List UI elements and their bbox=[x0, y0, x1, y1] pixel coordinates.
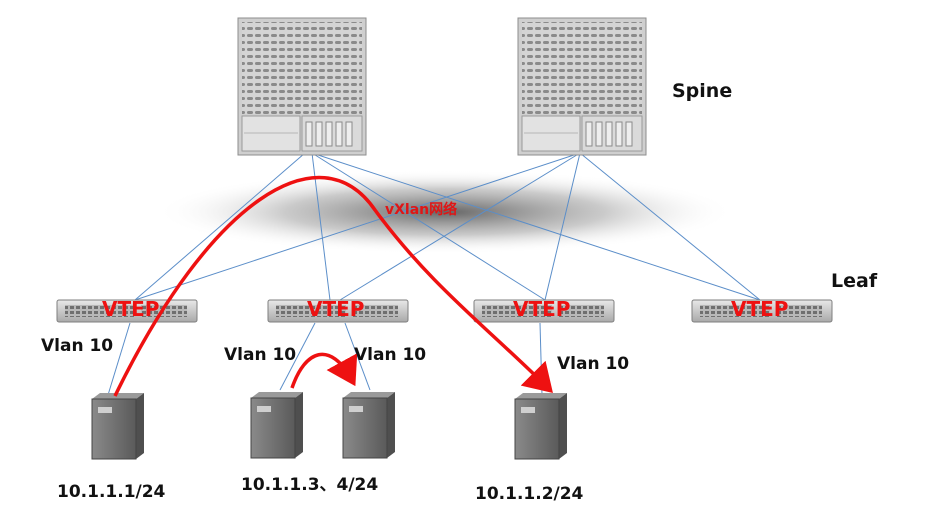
vlan-label-host1: Vlan 10 bbox=[41, 336, 113, 356]
link-spine2-leaf2 bbox=[339, 152, 581, 301]
vlan-label-host2: Vlan 10 bbox=[224, 345, 296, 365]
link-leaf1-host1 bbox=[107, 322, 131, 396]
link-leaf2-host3 bbox=[344, 322, 371, 391]
spine-switch-1 bbox=[237, 17, 367, 156]
leaf-switch-4 bbox=[691, 299, 833, 323]
link-spine1-leaf1 bbox=[134, 152, 306, 301]
server-host-2 bbox=[250, 392, 303, 459]
vtep-label-3: VTEP bbox=[513, 297, 570, 321]
access-links bbox=[107, 322, 543, 396]
vlan-label-host3: Vlan 10 bbox=[354, 345, 426, 365]
vtep-label-4: VTEP bbox=[731, 297, 788, 321]
link-spine2-leaf1 bbox=[134, 152, 581, 301]
link-spine2-leaf4 bbox=[579, 152, 761, 301]
overlay-label: vXlan网络 bbox=[385, 201, 457, 218]
link-spine2-leaf3 bbox=[544, 152, 581, 301]
vxlan-overlay-cloud bbox=[155, 170, 735, 254]
fabric-links bbox=[134, 152, 761, 301]
vtep-label-2: VTEP bbox=[307, 297, 364, 321]
local-switching-arrow bbox=[290, 352, 358, 389]
leaf-switch-2 bbox=[267, 299, 409, 323]
leaf-switch-1 bbox=[56, 299, 198, 323]
link-spine1-leaf4 bbox=[311, 152, 761, 301]
vxlan-traffic-arrow bbox=[113, 175, 553, 397]
host-ip-2: 10.1.1.3、4/24 bbox=[241, 475, 378, 495]
link-leaf2-host2 bbox=[279, 322, 316, 391]
spine-label: Spine bbox=[672, 80, 732, 102]
vtep-label-1: VTEP bbox=[102, 297, 159, 321]
vlan-label-host4: Vlan 10 bbox=[557, 354, 629, 374]
host-ip-3: 10.1.1.2/24 bbox=[475, 484, 584, 504]
leaf-switch-3 bbox=[473, 299, 615, 323]
server-host-4 bbox=[514, 393, 567, 460]
host-ip-1: 10.1.1.1/24 bbox=[57, 482, 166, 502]
server-host-3 bbox=[342, 392, 395, 459]
server-host-1 bbox=[91, 393, 144, 460]
spine-switch-2 bbox=[517, 17, 647, 156]
leaf-label: Leaf bbox=[831, 270, 878, 292]
link-spine1-leaf3 bbox=[311, 152, 546, 301]
